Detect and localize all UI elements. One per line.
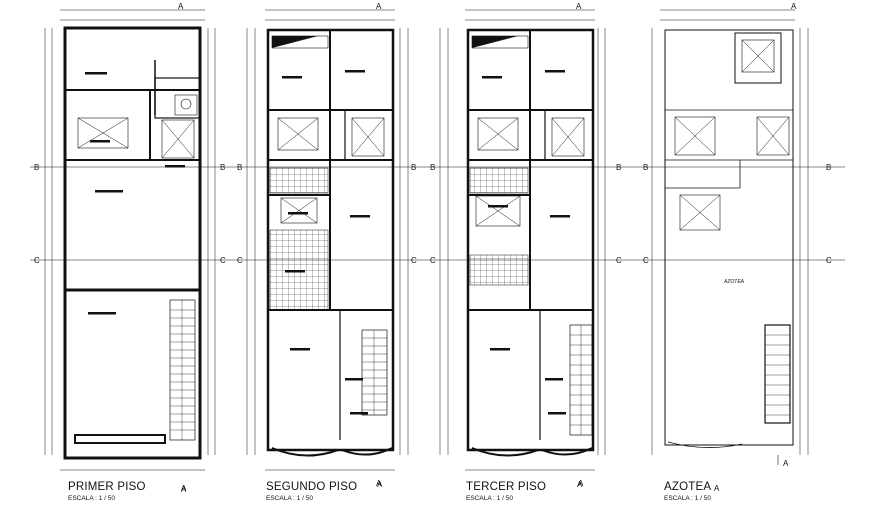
section-c-5: C bbox=[430, 256, 436, 265]
title-primer-piso: PRIMER PISO bbox=[68, 481, 146, 493]
plan-primer-piso bbox=[44, 9, 216, 471]
section-b-5: B bbox=[430, 163, 435, 172]
segundo-axis-markers: A B B C C A bbox=[237, 2, 417, 488]
scale-primer-piso: ESCALA : 1 / 50 bbox=[68, 495, 115, 502]
section-a-bottom-1: A bbox=[181, 485, 187, 494]
section-c-7: C bbox=[643, 256, 649, 265]
section-a-top-4: A bbox=[791, 2, 797, 11]
plan-segundo-piso bbox=[246, 9, 409, 471]
primer-axis-markers: A B B C C A bbox=[34, 2, 226, 494]
section-b-7: B bbox=[643, 163, 648, 172]
plan-tercer-piso bbox=[439, 9, 606, 471]
scale-value: 1 / 50 bbox=[296, 495, 313, 502]
section-b-6: B bbox=[616, 163, 621, 172]
section-lines bbox=[30, 166, 845, 261]
section-a-bottom-4: A bbox=[783, 459, 789, 468]
section-c-6: C bbox=[616, 256, 622, 265]
scale-value: 1 / 50 bbox=[98, 495, 115, 502]
scale-label: ESCALA : bbox=[466, 495, 495, 502]
azotea-room-label: AZOTEA bbox=[724, 279, 745, 285]
title-azotea: AZOTEA bbox=[664, 481, 712, 493]
plan-azotea bbox=[651, 9, 809, 465]
section-b-2: B bbox=[220, 163, 225, 172]
title-marker-a-3: A bbox=[577, 480, 583, 489]
title-marker-a-4: A bbox=[714, 484, 720, 493]
section-c-2: C bbox=[220, 256, 226, 265]
section-b-4: B bbox=[411, 163, 416, 172]
scale-value: 1 / 50 bbox=[496, 495, 513, 502]
scale-label: ESCALA : bbox=[266, 495, 295, 502]
scale-tercer-piso: ESCALA : 1 / 50 bbox=[466, 495, 513, 502]
section-a-top-1: A bbox=[178, 2, 184, 11]
section-c-1: C bbox=[34, 256, 40, 265]
azotea-axis-markers: A B B C C A bbox=[643, 2, 832, 468]
section-b-1: B bbox=[34, 163, 39, 172]
section-c-4: C bbox=[411, 256, 417, 265]
section-a-top-3: A bbox=[576, 2, 582, 11]
scale-value: 1 / 50 bbox=[694, 495, 711, 502]
scale-segundo-piso: ESCALA : 1 / 50 bbox=[266, 495, 313, 502]
title-marker-a-1: A bbox=[181, 484, 187, 493]
scale-label: ESCALA : bbox=[68, 495, 97, 502]
title-segundo-piso: SEGUNDO PISO bbox=[266, 481, 358, 493]
title-marker-a-2: A bbox=[377, 480, 383, 489]
section-c-3: C bbox=[237, 256, 243, 265]
scale-azotea: ESCALA : 1 / 50 bbox=[664, 495, 711, 502]
section-a-bottom-3: A bbox=[578, 479, 584, 488]
section-a-bottom-2: A bbox=[376, 479, 382, 488]
tercer-axis-markers: A B B C C A bbox=[430, 2, 622, 488]
section-b-3: B bbox=[237, 163, 242, 172]
section-b-8: B bbox=[826, 163, 831, 172]
scale-label: ESCALA : bbox=[664, 495, 693, 502]
title-tercer-piso: TERCER PISO bbox=[466, 481, 547, 493]
section-c-8: C bbox=[826, 256, 832, 265]
section-a-top-2: A bbox=[376, 2, 382, 11]
